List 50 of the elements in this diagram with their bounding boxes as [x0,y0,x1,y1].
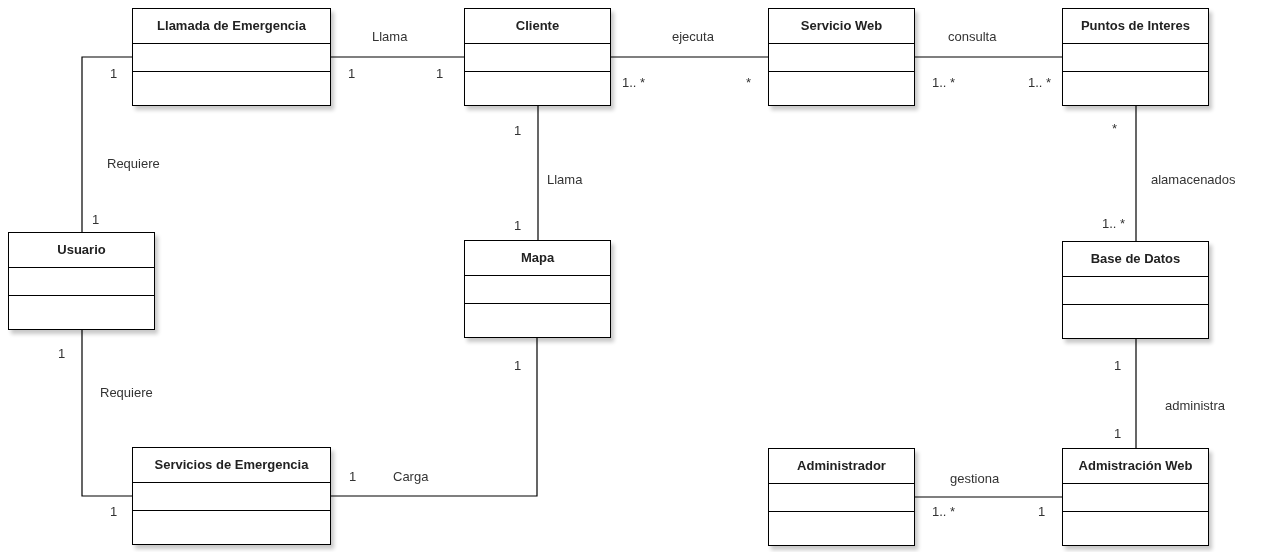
multiplicity-label: * [746,74,752,92]
multiplicity-label: 1 [92,211,100,229]
multiplicity-label: 1 [514,357,522,375]
multiplicity-label: 1 [58,345,66,363]
class-box [464,240,611,338]
multiplicity-label: 1 [349,468,357,486]
class-box [8,232,155,330]
association-line [330,56,465,58]
multiplicity-label: 1.. * [932,503,956,521]
class-name: Cliente [515,17,560,36]
class-name: Mapa [520,249,555,268]
multiplicity-label: 1.. * [932,74,956,92]
multiplicity-label: 1 [1114,357,1122,375]
association-line [610,56,769,58]
multiplicity-label: 1.. * [1028,74,1052,92]
association-line [1135,338,1137,449]
class-name: Administrador [797,457,886,476]
multiplicity-label: 1.. * [622,74,646,92]
multiplicity-label: 1 [348,65,356,83]
multiplicity-label: * [1112,120,1118,138]
multiplicity-label: 1.. * [1102,215,1126,233]
class-box [132,8,331,106]
class-box [1062,448,1209,546]
class-box [1062,8,1209,106]
class-name: Base de Datos [1090,250,1181,269]
association-line [914,56,1063,58]
class-box [464,8,611,106]
class-name: Puntos de Interes [1080,17,1191,36]
class-box [1062,241,1209,339]
multiplicity-label: 1 [1114,425,1122,443]
association-line [914,496,1063,498]
multiplicity-label: 1 [436,65,444,83]
multiplicity-label: 1 [514,122,522,140]
class-box [768,8,915,106]
class-name: Servicio Web [800,17,883,36]
class-name: Usuario [57,241,106,260]
association-line [81,329,133,497]
association-line [330,337,538,497]
multiplicity-label: 1 [514,217,522,235]
association-line [537,105,539,241]
multiplicity-label: 1 [1038,503,1046,521]
multiplicity-label: 1 [110,65,118,83]
class-name: Llamada de Emergencia [157,17,306,36]
association-line [81,56,133,233]
association-line [1135,105,1137,242]
multiplicity-label: 1 [110,503,118,521]
class-box [132,447,331,545]
class-name: Admistración Web [1078,457,1193,476]
class-box [768,448,915,546]
class-name: Servicios de Emergencia [154,456,309,475]
